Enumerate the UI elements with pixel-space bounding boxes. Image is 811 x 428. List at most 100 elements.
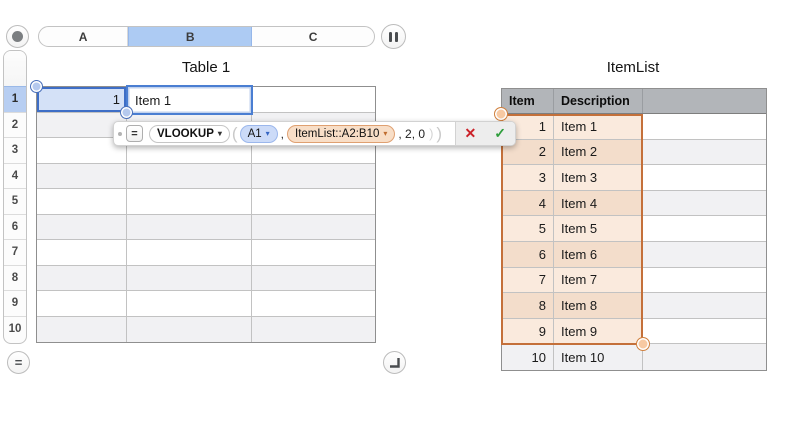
cell-B9[interactable]	[127, 291, 252, 317]
row-header-3[interactable]: 3	[4, 137, 26, 163]
itemlist-header-Item[interactable]: Item	[502, 89, 554, 113]
function-token[interactable]: VLOOKUP ▾	[149, 124, 230, 143]
itemlist-cell-r5c3[interactable]	[643, 216, 766, 242]
itemlist-cell-r6c2[interactable]: Item 6	[554, 241, 643, 268]
cell-A6[interactable]	[37, 214, 127, 240]
cancel-formula-button[interactable]: ✕	[464, 125, 477, 141]
corner-resize-icon	[390, 358, 400, 368]
row-header-7[interactable]: 7	[4, 239, 26, 265]
row-header-10[interactable]: 10	[4, 315, 26, 342]
cell-A10[interactable]	[37, 316, 127, 342]
pause-button[interactable]	[381, 24, 406, 49]
cell-B7[interactable]	[127, 240, 252, 266]
itemlist-cell-r5c1[interactable]: 5	[502, 216, 554, 242]
table-handle-button[interactable]	[6, 25, 29, 48]
formula-equals-button[interactable]: =	[126, 125, 143, 142]
cell-A3[interactable]	[37, 138, 127, 164]
table-row	[37, 316, 375, 342]
itemlist-cell-r10c2[interactable]: Item 10	[554, 344, 643, 370]
itemlist-cell-r7c1[interactable]: 7	[502, 267, 554, 294]
cell-B6[interactable]	[127, 214, 252, 240]
formula-actions: ✕ ✓	[454, 122, 515, 145]
itemlist-cell-r2c2[interactable]: Item 2	[554, 139, 643, 166]
itemlist-cell-r9c2[interactable]: Item 9	[554, 318, 643, 345]
cell-C7[interactable]	[252, 240, 375, 266]
itemlist-header-Description[interactable]: Description	[554, 89, 643, 113]
itemlist-cell-r3c1[interactable]: 3	[502, 165, 554, 191]
reference-handle-bottom-right[interactable]	[120, 106, 133, 119]
cell-A8[interactable]	[37, 265, 127, 291]
range-reference-label: ItemList::A2:B10	[295, 127, 380, 140]
row-header-1[interactable]: 1	[4, 86, 26, 112]
itemlist-cell-r1c3[interactable]	[643, 114, 766, 140]
itemlist-cell-r9c3[interactable]	[643, 318, 766, 345]
column-header-B[interactable]: B	[128, 27, 253, 46]
cell-A5[interactable]	[37, 189, 127, 215]
cell-B5[interactable]	[127, 189, 252, 215]
cell-A7[interactable]	[37, 240, 127, 266]
reference-handle-top-left[interactable]	[30, 80, 43, 93]
drag-grip-icon[interactable]	[118, 131, 122, 136]
table-resize-button[interactable]	[383, 351, 406, 374]
cell-C5[interactable]	[252, 189, 375, 215]
cell-A9[interactable]	[37, 291, 127, 317]
cell-A4[interactable]	[37, 163, 127, 189]
itemlist-cell-r8c2[interactable]: Item 8	[554, 293, 643, 319]
cell-C4[interactable]	[252, 163, 375, 189]
table-row	[37, 163, 375, 189]
cell-reference-token[interactable]: A1 ▾	[239, 124, 278, 143]
row-header-9[interactable]: 9	[4, 290, 26, 316]
table-row	[37, 240, 375, 266]
accept-formula-button[interactable]: ✓	[494, 125, 506, 141]
left-table-title: Table 1	[181, 59, 231, 76]
cell-C3[interactable]	[252, 138, 375, 164]
itemlist-cell-r7c2[interactable]: Item 7	[554, 267, 643, 294]
range-reference-token[interactable]: ItemList::A2:B10 ▾	[287, 124, 396, 143]
row-header-4[interactable]: 4	[4, 162, 26, 189]
cell-C8[interactable]	[252, 265, 375, 291]
row-header-8[interactable]: 8	[4, 264, 26, 291]
itemlist-cell-r3c3[interactable]	[643, 165, 766, 191]
itemlist-cell-r7c3[interactable]	[643, 267, 766, 294]
itemlist-cell-r10c1[interactable]: 10	[502, 344, 554, 370]
itemlist-cell-r4c3[interactable]	[643, 190, 766, 217]
itemlist-cell-r5c2[interactable]: Item 5	[554, 216, 643, 242]
itemlist-header-empty[interactable]	[643, 89, 766, 113]
editing-cell-b1[interactable]: Item 1	[126, 85, 253, 115]
cell-C1[interactable]	[252, 87, 375, 113]
cell-B10[interactable]	[127, 316, 252, 342]
itemlist-cell-r4c2[interactable]: Item 4	[554, 190, 643, 217]
itemlist-cell-r9c1[interactable]: 9	[502, 318, 554, 345]
itemlist-cell-r2c3[interactable]	[643, 139, 766, 166]
cell-C6[interactable]	[252, 214, 375, 240]
itemlist-cell-r3c2[interactable]: Item 3	[554, 165, 643, 191]
cell-B3[interactable]	[127, 138, 252, 164]
cell-B8[interactable]	[127, 265, 252, 291]
cell-C9[interactable]	[252, 291, 375, 317]
itemlist-cell-r6c3[interactable]	[643, 241, 766, 268]
cell-C10[interactable]	[252, 316, 375, 342]
table-row	[37, 291, 375, 317]
formula-editor[interactable]: = VLOOKUP ▾ ( A1 ▾ , ItemList::A2:B10 ▾ …	[113, 121, 516, 146]
row-header-2[interactable]: 2	[4, 111, 26, 138]
range-handle-top-left[interactable]	[494, 107, 508, 121]
table-options-button[interactable]: =	[7, 351, 30, 374]
row-header-6[interactable]: 6	[4, 213, 26, 240]
itemlist-cell-r6c1[interactable]: 6	[502, 241, 554, 268]
itemlist-cell-r10c3[interactable]	[643, 344, 766, 370]
row-header-5[interactable]: 5	[4, 188, 26, 214]
cell-A1[interactable]: 1	[37, 87, 127, 113]
itemlist-cell-r8c1[interactable]: 8	[502, 293, 554, 319]
column-header-C[interactable]: C	[308, 29, 318, 44]
column-header-A[interactable]: A	[39, 27, 129, 46]
itemlist-cell-r1c2[interactable]: Item 1	[554, 114, 643, 140]
cell-B4[interactable]	[127, 163, 252, 189]
itemlist-cell-r8c3[interactable]	[643, 293, 766, 319]
itemlist-cell-r4c1[interactable]: 4	[502, 190, 554, 217]
